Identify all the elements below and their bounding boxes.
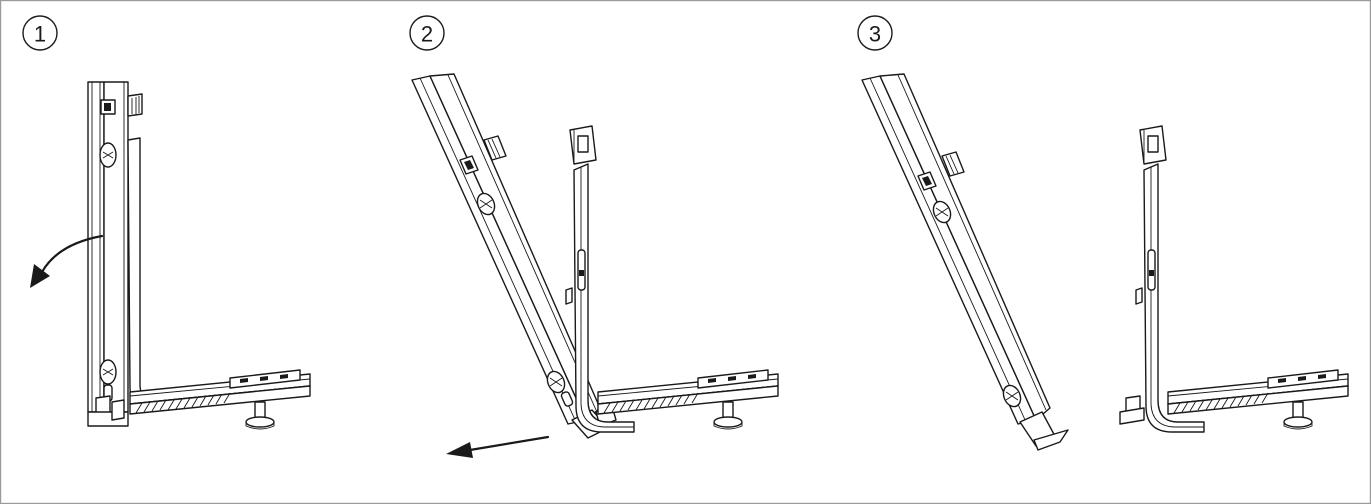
step-3-panel: 3 (857, 15, 1349, 451)
step-2-badge: 2 (409, 15, 445, 51)
step-2-number: 2 (421, 22, 433, 47)
corner-bracket (1119, 395, 1145, 425)
step-3-number: 3 (869, 22, 881, 47)
step-1-badge: 1 (22, 15, 58, 51)
step-3-badge: 3 (857, 15, 893, 51)
straight-arrow-icon (446, 435, 550, 458)
step-2-panel: 2 (409, 15, 779, 458)
step-1-panel: 1 (22, 15, 311, 430)
removed-sash-profile (861, 73, 1069, 451)
step-1-number: 1 (34, 22, 46, 47)
curved-arrow-icon (30, 234, 104, 288)
sash-profile (87, 81, 161, 427)
